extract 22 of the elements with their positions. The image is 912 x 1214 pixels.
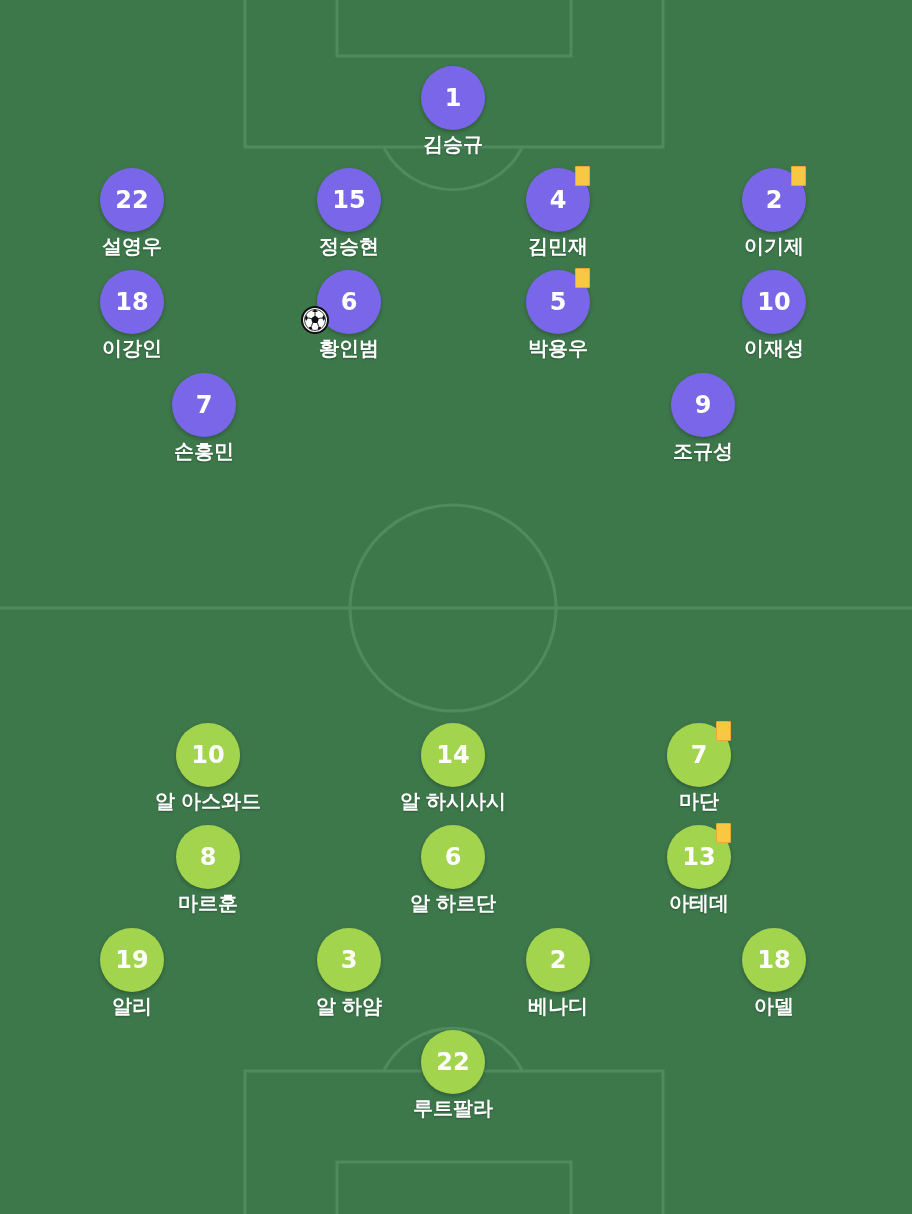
player-name: 알 하르단 [409, 891, 497, 915]
player-name: 아테데 [669, 891, 729, 915]
player-name: 이기제 [744, 234, 804, 258]
player-name: 알리 [112, 994, 152, 1018]
player-name: 마르훈 [178, 891, 238, 915]
player-name: 조규성 [673, 439, 733, 463]
player-name: 루트팔라 [413, 1096, 493, 1120]
player-name: 이강인 [102, 336, 162, 360]
player-name: 박용우 [528, 336, 588, 360]
player-name: 아델 [754, 994, 794, 1018]
player-name: 알 아스와드 [154, 789, 262, 813]
player-name: 설영우 [102, 234, 162, 258]
player-name: 이재성 [744, 336, 804, 360]
player-name: 베나디 [528, 994, 588, 1018]
player-name: 김민재 [528, 234, 588, 258]
player-name: 손흥민 [174, 439, 234, 463]
player-name: 김승규 [423, 132, 483, 156]
player-name: 황인범 [319, 336, 379, 360]
player-name: 마단 [679, 789, 719, 813]
player-name: 알 하얌 [315, 994, 383, 1018]
player-name: 정승현 [319, 234, 379, 258]
player-name: 알 하시사시 [399, 789, 507, 813]
